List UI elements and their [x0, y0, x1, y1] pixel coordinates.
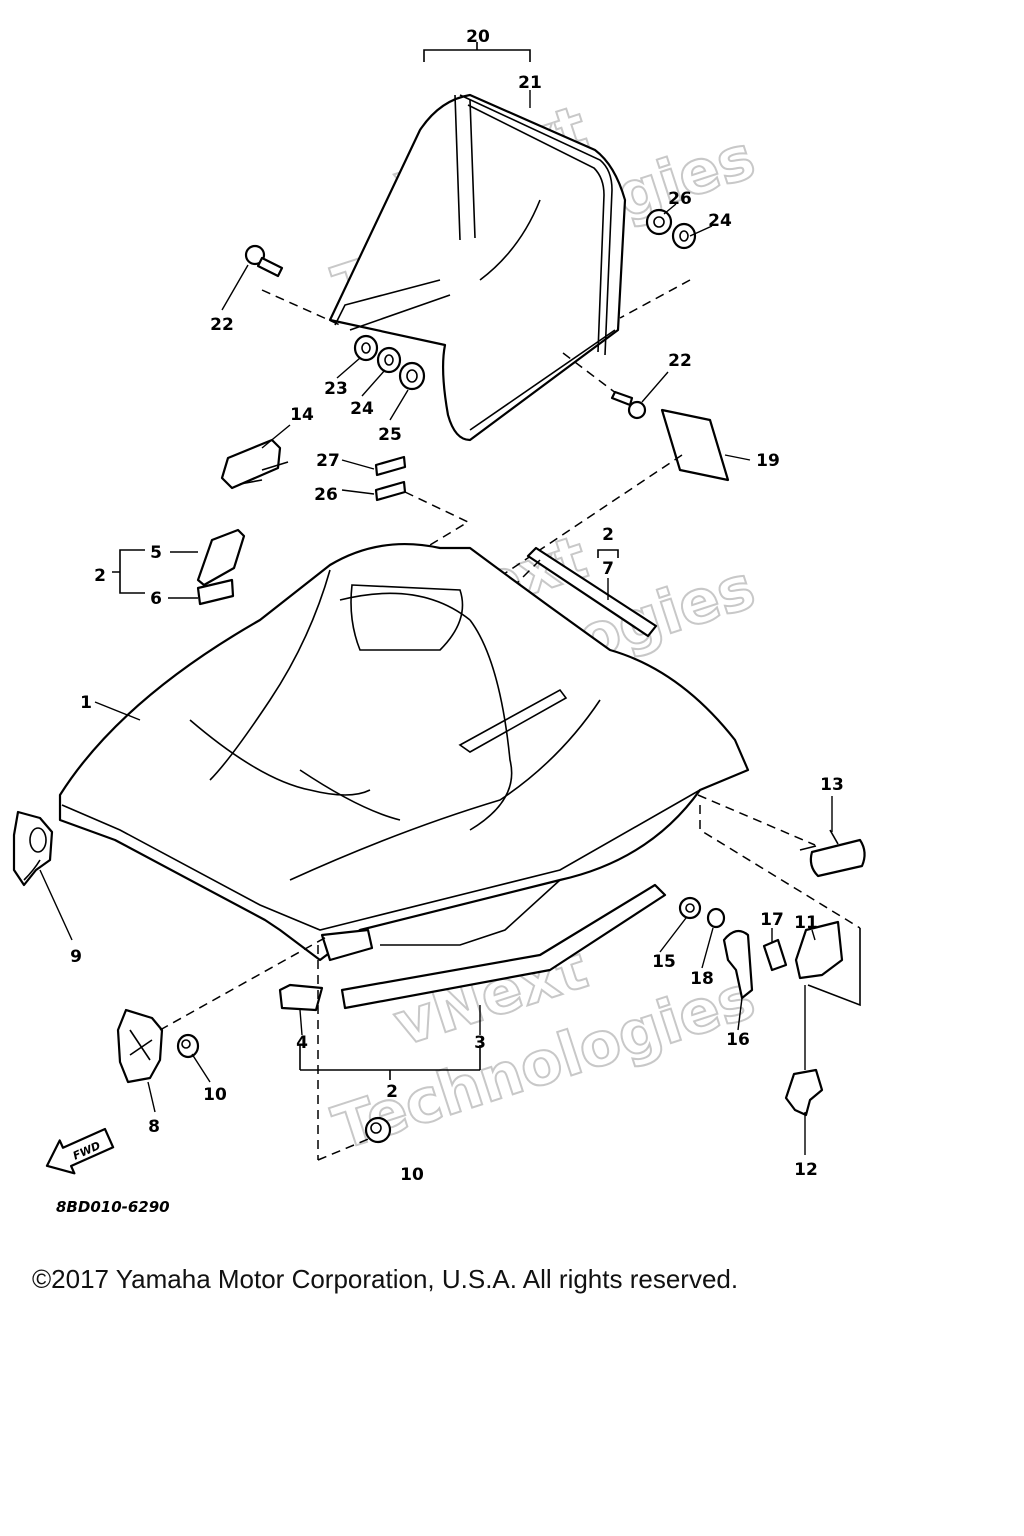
- pin-13: [799, 829, 866, 878]
- group-bracket-20: [423, 42, 531, 62]
- decal-19: [660, 408, 730, 482]
- latch-12: [784, 1068, 824, 1117]
- nut-25-right: [645, 208, 673, 236]
- lever-16: [722, 929, 754, 1000]
- callout-26-tape: 26: [314, 485, 338, 505]
- callout-16: 16: [726, 1030, 750, 1050]
- washer-18: [706, 907, 726, 929]
- catch-11: [794, 920, 844, 980]
- callout-9: 9: [70, 947, 82, 967]
- screw-22-left: [244, 244, 284, 278]
- callout-24-right: 24: [708, 211, 732, 231]
- callout-labels: 1 2 2 2 3 4 5 6 7 8 9 10 10 11 12 13 14 …: [70, 27, 844, 1185]
- tape-26: [374, 480, 407, 502]
- washer-24-right: [671, 222, 697, 250]
- callout-1: 1: [80, 693, 92, 713]
- leader-19: [479, 454, 683, 591]
- callout-12: 12: [794, 1160, 818, 1180]
- hinge-8: [116, 1008, 164, 1084]
- callout-25: 25: [378, 425, 402, 445]
- callout-10-left: 10: [203, 1085, 227, 1105]
- grommet-10-bottom: [364, 1116, 392, 1144]
- callout-13: 13: [820, 775, 844, 795]
- callout-15: 15: [652, 952, 676, 972]
- washer-24-left: [376, 346, 402, 374]
- leader-26: [404, 491, 470, 546]
- drawing-code: 8BD010-6290: [56, 1198, 170, 1216]
- collar-17: [762, 938, 788, 972]
- callout-5: 5: [150, 543, 162, 563]
- windshield: [328, 93, 627, 442]
- tape-27: [374, 455, 407, 477]
- callout-19: 19: [756, 451, 780, 471]
- block-4: [278, 983, 324, 1012]
- trim-3: [340, 883, 667, 1010]
- strip-7: [526, 546, 658, 638]
- pad-5: [196, 528, 246, 587]
- nut-15: [678, 896, 702, 920]
- callout-2-bottom: 2: [386, 1082, 398, 1102]
- callout-2-left: 2: [94, 566, 106, 586]
- callout-24-left: 24: [350, 399, 374, 419]
- leader-10-bottom: [317, 1134, 379, 1161]
- callout-6: 6: [150, 589, 162, 609]
- bracket-14: [220, 438, 289, 490]
- callout-23: 23: [324, 379, 348, 399]
- callout-leaders: [39, 90, 833, 1155]
- callout-14: 14: [290, 405, 314, 425]
- callout-22-right: 22: [668, 351, 692, 371]
- parts-diagram: vNext Technologies vNext Technologies vN…: [12, 27, 866, 1216]
- callout-3: 3: [474, 1033, 486, 1053]
- pad-6: [196, 578, 235, 606]
- callout-26-top: 26: [668, 189, 692, 209]
- callout-18: 18: [690, 969, 714, 989]
- leader-8: [159, 934, 331, 1031]
- nut-25-left: [398, 361, 426, 391]
- screw-22-right: [610, 390, 647, 420]
- callout-2-right: 2: [602, 525, 614, 545]
- group-bracket-2-left: [112, 549, 145, 594]
- hood-1: [58, 543, 750, 962]
- callout-22-left: 22: [210, 315, 234, 335]
- group-bracket-2-right: [597, 549, 619, 558]
- leader-22-left: [261, 289, 341, 326]
- callout-27: 27: [316, 451, 340, 471]
- callout-4: 4: [296, 1033, 308, 1053]
- callout-8: 8: [148, 1117, 160, 1137]
- bracket-9: [12, 810, 54, 887]
- callout-17: 17: [760, 910, 784, 930]
- callout-10-bottom: 10: [400, 1165, 424, 1185]
- callout-11: 11: [794, 913, 818, 933]
- fwd-arrow: FWD: [45, 1127, 115, 1175]
- callout-7: 7: [602, 559, 614, 579]
- group-bracket-2-bottom: [299, 1045, 481, 1080]
- copyright-notice: ©2017 Yamaha Motor Corporation, U.S.A. A…: [32, 1264, 739, 1294]
- grommet-10-left: [176, 1033, 200, 1059]
- callout-21: 21: [518, 73, 542, 93]
- outline-11: [807, 928, 861, 1007]
- leader-13: [697, 794, 861, 929]
- callout-20: 20: [466, 27, 490, 47]
- leader-24-right: [619, 279, 691, 319]
- washer-23: [353, 334, 379, 362]
